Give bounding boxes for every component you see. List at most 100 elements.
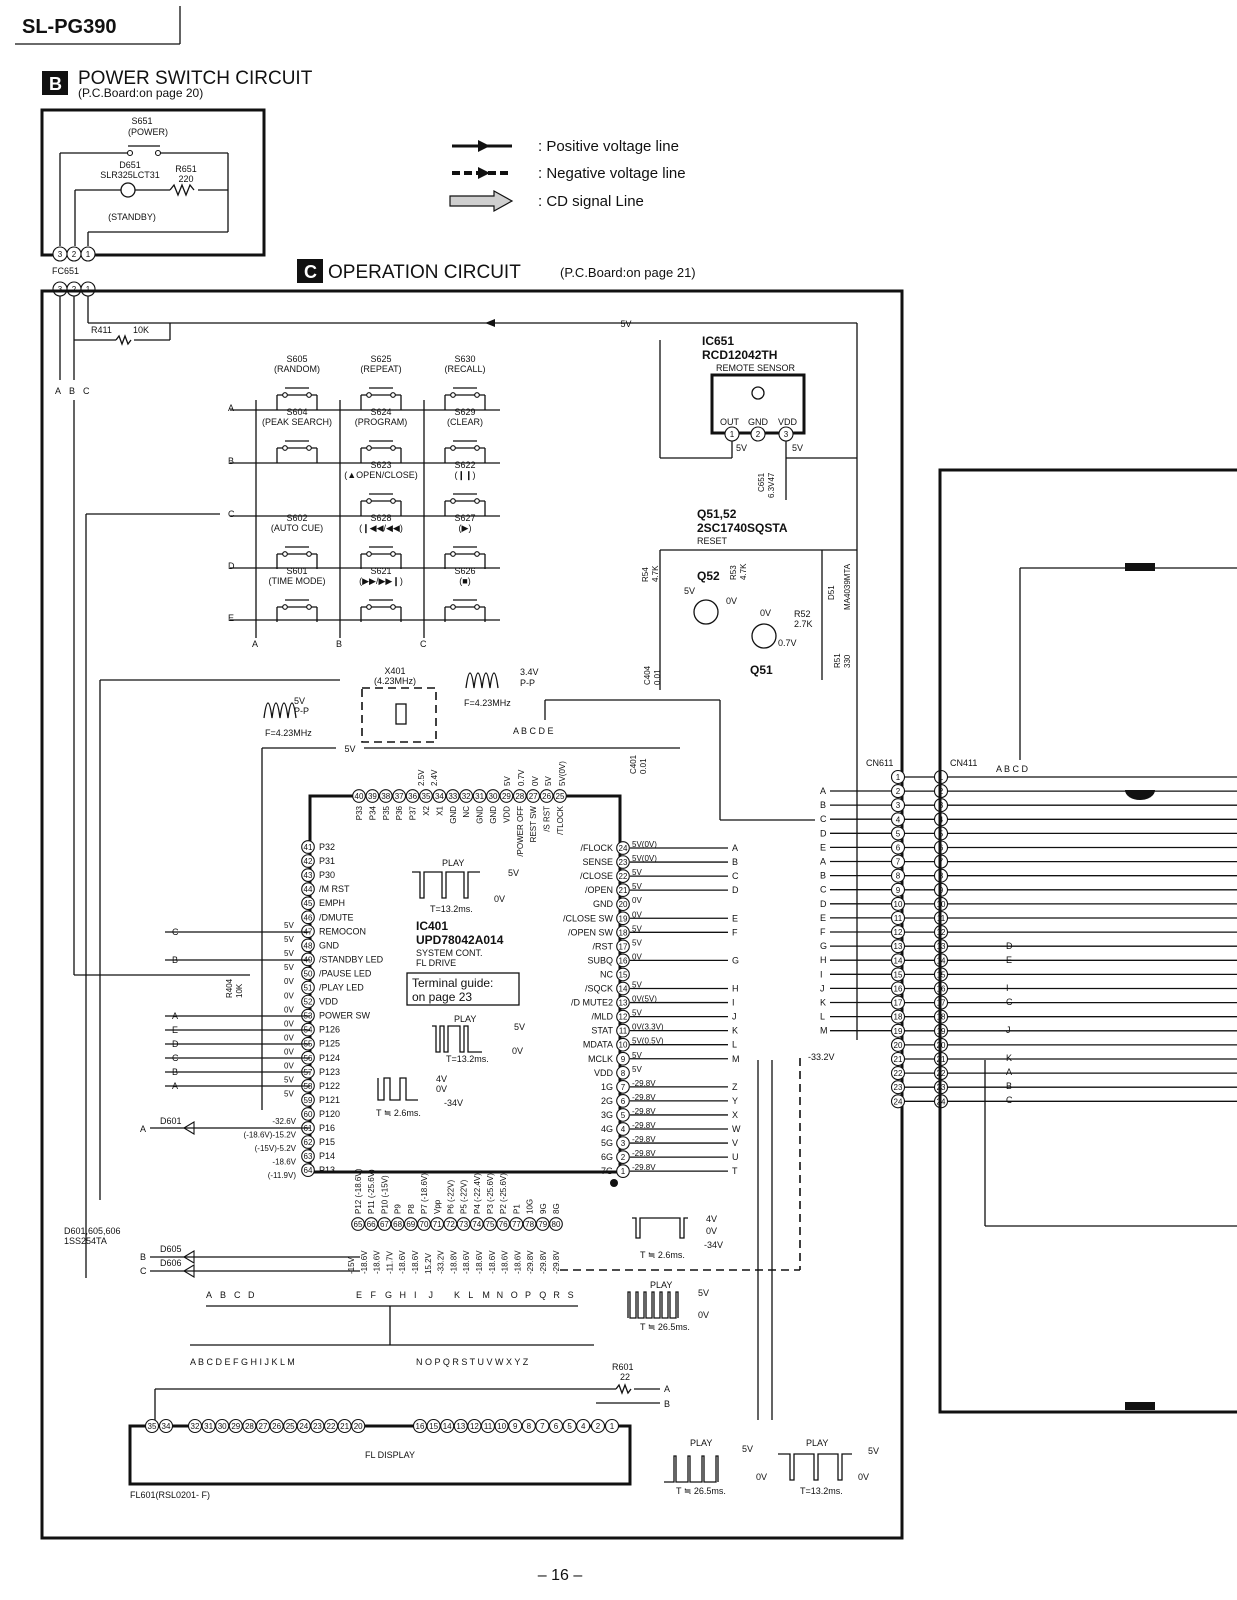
fl-pin-7: 7 bbox=[535, 1418, 550, 1434]
svg-text:23: 23 bbox=[619, 858, 628, 867]
switch-s602: S602(AUTO CUE) bbox=[271, 513, 323, 569]
svg-text:E: E bbox=[820, 842, 826, 852]
switch-s628: S628(❙◀◀/◀◀) bbox=[359, 513, 403, 569]
svg-text:GND: GND bbox=[748, 417, 769, 427]
switch-ref: S624 bbox=[370, 407, 391, 417]
svg-text:-18.8V: -18.8V bbox=[449, 1250, 458, 1274]
svg-text:70: 70 bbox=[420, 1220, 429, 1229]
svg-text:20: 20 bbox=[619, 900, 628, 909]
svg-text:0V: 0V bbox=[284, 991, 294, 1000]
svg-text:5V: 5V bbox=[503, 776, 512, 786]
switch-s624: S624(PROGRAM) bbox=[355, 407, 407, 463]
switch-s627: S627(▶) bbox=[444, 513, 486, 569]
model-label: SL-PG390 bbox=[22, 16, 116, 38]
svg-text:/D MUTE2: /D MUTE2 bbox=[571, 998, 613, 1008]
svg-text:-29.8V: -29.8V bbox=[632, 1121, 656, 1130]
svg-text:32: 32 bbox=[191, 1422, 200, 1431]
svg-text:3G: 3G bbox=[601, 1110, 613, 1120]
svg-text:/M RST: /M RST bbox=[319, 884, 350, 894]
ic401-ref: IC401 bbox=[416, 919, 448, 933]
switch-s605: S605(RANDOM) bbox=[274, 354, 320, 410]
svg-text:R404: R404 bbox=[225, 978, 234, 998]
svg-text:64: 64 bbox=[304, 1166, 313, 1175]
svg-text:GND: GND bbox=[319, 940, 340, 950]
svg-text:5V: 5V bbox=[632, 938, 642, 947]
svg-text:6: 6 bbox=[554, 1422, 559, 1431]
switch-s601: S601(TIME MODE) bbox=[269, 566, 326, 622]
svg-text:3: 3 bbox=[784, 430, 789, 439]
svg-text:8: 8 bbox=[527, 1422, 532, 1431]
switch-s629: S629(CLEAR) bbox=[444, 407, 486, 463]
svg-text:/FLOCK: /FLOCK bbox=[580, 843, 613, 853]
svg-text:/PAUSE LED: /PAUSE LED bbox=[319, 968, 372, 978]
svg-text:A B C D E: A B C D E bbox=[513, 726, 554, 736]
svg-text:17: 17 bbox=[619, 942, 628, 951]
svg-text:18: 18 bbox=[619, 928, 628, 937]
svg-text:G: G bbox=[732, 955, 739, 965]
svg-text:65: 65 bbox=[354, 1220, 363, 1229]
svg-text:A: A bbox=[228, 403, 234, 413]
svg-text:SUBQ: SUBQ bbox=[587, 955, 613, 965]
svg-text:/SQCK: /SQCK bbox=[585, 984, 613, 994]
svg-text:P1: P1 bbox=[512, 1204, 521, 1214]
svg-text:(-15V)-5.2V: (-15V)-5.2V bbox=[255, 1144, 297, 1153]
svg-text:5V: 5V bbox=[632, 981, 642, 990]
svg-text:E: E bbox=[820, 913, 826, 923]
reset-part: 2SC1740SQSTA bbox=[697, 521, 788, 535]
svg-text:-18.6V: -18.6V bbox=[462, 1250, 471, 1274]
svg-text:14: 14 bbox=[894, 956, 903, 965]
svg-text:8G: 8G bbox=[552, 1203, 561, 1214]
svg-text:62: 62 bbox=[304, 1138, 313, 1147]
q51-label: Q51 bbox=[750, 663, 773, 677]
svg-text:D: D bbox=[820, 828, 827, 838]
svg-text:63: 63 bbox=[304, 1152, 313, 1161]
svg-text:35: 35 bbox=[148, 1422, 157, 1431]
power-switch-title: POWER SWITCH CIRCUIT bbox=[78, 68, 313, 89]
svg-text:K: K bbox=[820, 998, 826, 1008]
svg-text:5V: 5V bbox=[284, 921, 294, 930]
terminal-guide-box bbox=[406, 972, 520, 1006]
svg-text:0V: 0V bbox=[760, 608, 771, 618]
switch-ref: S605 bbox=[286, 354, 307, 364]
svg-text:1: 1 bbox=[86, 250, 91, 259]
diode-part: 1SS254TA bbox=[64, 1236, 107, 1246]
svg-text:31: 31 bbox=[204, 1422, 213, 1431]
svg-text:5V(0V): 5V(0V) bbox=[632, 854, 657, 863]
q51-52-ref: Q51,52 bbox=[697, 507, 737, 521]
svg-text:10: 10 bbox=[894, 900, 903, 909]
svg-text:37: 37 bbox=[395, 792, 404, 801]
power-switch-board bbox=[40, 108, 266, 257]
svg-text:2.5V: 2.5V bbox=[417, 769, 426, 786]
svg-text:/OPEN SW: /OPEN SW bbox=[568, 927, 614, 937]
svg-text:0.7V: 0.7V bbox=[517, 769, 526, 786]
svg-text:H: H bbox=[732, 984, 739, 994]
svg-text:Z: Z bbox=[732, 1082, 738, 1092]
svg-text:GND: GND bbox=[489, 806, 498, 824]
svg-text:6G: 6G bbox=[601, 1152, 613, 1162]
svg-text:C: C bbox=[1006, 997, 1013, 1007]
svg-text:L: L bbox=[732, 1040, 737, 1050]
switch-name: (REPEAT) bbox=[360, 364, 401, 374]
svg-text:25: 25 bbox=[286, 1422, 295, 1431]
svg-text:P15: P15 bbox=[319, 1137, 335, 1147]
svg-text:A: A bbox=[664, 1384, 670, 1394]
svg-text:A: A bbox=[732, 843, 738, 853]
ic401-pin-49: 49/STANDBY LED bbox=[301, 952, 384, 967]
svg-text:24: 24 bbox=[894, 1097, 903, 1106]
svg-text:/TLOCK: /TLOCK bbox=[556, 805, 565, 835]
svg-text:C: C bbox=[228, 509, 235, 519]
